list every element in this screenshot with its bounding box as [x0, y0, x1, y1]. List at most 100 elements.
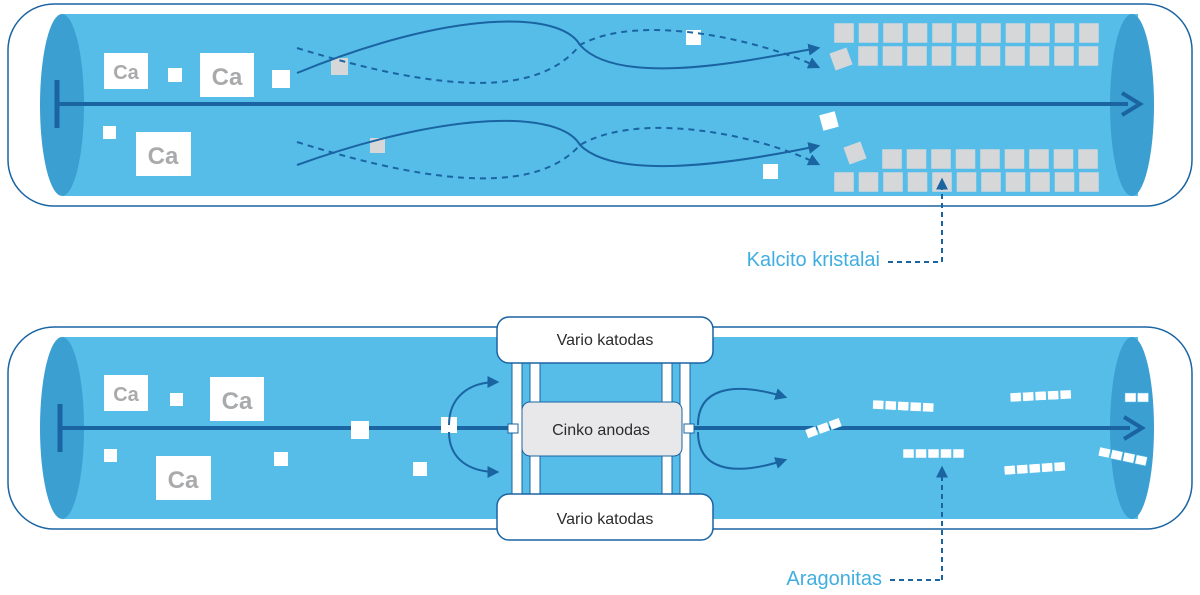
flow-curve-arrow: [448, 376, 500, 426]
particle: [413, 462, 427, 476]
aragonite-needle: [872, 399, 885, 410]
ca-label: Ca: [113, 384, 139, 406]
crystal: [906, 45, 928, 67]
anode-label: Cinko anodas: [552, 422, 650, 439]
aragonite-cluster: [1003, 461, 1066, 476]
aragonite-cluster: [1009, 389, 1072, 403]
crystal: [931, 45, 952, 67]
aragonite-needle: [1041, 462, 1054, 473]
ca-label: Ca: [113, 62, 139, 84]
aragonite-needle: [1124, 392, 1137, 403]
aragonite-needle: [902, 448, 915, 459]
aragonite-needle: [1009, 392, 1022, 403]
particle: [686, 30, 701, 45]
top-pipe-right-end: [1110, 14, 1154, 196]
cathode-bottom-label: Vario katodas: [557, 511, 654, 528]
ca-box: [200, 53, 254, 97]
crystal: [857, 45, 879, 67]
aragonite-cluster: [872, 399, 935, 413]
crystal: [882, 171, 904, 193]
aragonite-needle: [1110, 449, 1124, 461]
crystal: [906, 148, 927, 170]
cathode-top: [496, 316, 714, 364]
crystal: [1078, 22, 1100, 44]
aragonite-needle: [1137, 392, 1149, 403]
crystal: [1004, 45, 1026, 67]
top-pipe: Ca Ca Ca: [7, 3, 1193, 207]
crystal: [955, 148, 976, 170]
aragonite-needle: [927, 448, 940, 459]
particle: [819, 111, 839, 131]
aragonite-needle: [1122, 451, 1136, 464]
ca-label: Ca: [212, 64, 243, 91]
aragonite-needle: [1059, 389, 1072, 400]
flow-curve-arrow: [448, 431, 500, 478]
aragonite-needle: [828, 417, 843, 431]
crystal: [979, 148, 1001, 170]
ca-box: [210, 377, 264, 421]
flow-curve-arrow: [697, 431, 788, 470]
particle: [843, 141, 867, 165]
aragonite-cluster: [1124, 392, 1149, 403]
crystal: [1029, 171, 1051, 193]
crystal: [1077, 148, 1099, 170]
aragonite-needle: [897, 401, 910, 412]
aragonite-needle: [804, 425, 819, 439]
flow-line-dashed: [296, 29, 821, 84]
crystal: [882, 45, 903, 67]
crystal: [1029, 22, 1051, 44]
aragonite-cluster: [1097, 446, 1148, 467]
crystal: [907, 171, 928, 193]
aragonite-clusters: [804, 389, 1149, 476]
crystal: [956, 171, 977, 193]
cathode-bottom: [496, 493, 714, 541]
ca-box: [156, 456, 211, 500]
crystal: [1053, 148, 1074, 170]
aragonite-needle: [1034, 390, 1047, 401]
aragonite-callout-label: Aragonitas: [786, 568, 882, 590]
ca-box: [104, 53, 148, 89]
crystal: [1028, 148, 1050, 170]
aragonite-needle: [909, 401, 922, 412]
ca-box: [104, 375, 148, 411]
crystal: [833, 171, 855, 193]
aragonite-needle: [952, 448, 965, 459]
particle: [104, 449, 117, 462]
ca-label: Ca: [148, 143, 179, 170]
particle: [170, 393, 183, 406]
particle: [272, 70, 290, 88]
aragonite-needle: [1022, 391, 1035, 402]
crystal: [858, 171, 879, 193]
crystal: [980, 45, 1001, 67]
crystal: [956, 22, 977, 44]
particle: [274, 452, 288, 466]
crystal: [1053, 45, 1075, 67]
zinc-anode: [521, 401, 683, 457]
crystal: [881, 148, 903, 170]
aragonite-cluster: [902, 448, 965, 459]
crystal: [1005, 22, 1026, 44]
particle: [103, 126, 116, 139]
flow-line-solid: [296, 119, 821, 168]
particle: [168, 68, 182, 82]
particle: [829, 47, 853, 71]
crystal: [931, 22, 953, 44]
aragonite-needle: [1134, 454, 1148, 467]
crystal: [980, 22, 1002, 44]
aragonite-needle: [1028, 463, 1041, 474]
ca-box: [136, 132, 191, 176]
aragonite-needle: [1053, 461, 1066, 472]
cathode-top-label: Vario katodas: [557, 332, 654, 349]
aragonite-needle: [884, 400, 897, 411]
crystal: [858, 22, 879, 44]
calcite-callout-label: Kalcito kristalai: [747, 249, 880, 271]
flow-line-dashed: [296, 126, 821, 180]
crystal: [1005, 171, 1026, 193]
aragonite-needle: [1016, 464, 1029, 475]
particle: [763, 164, 778, 179]
calcite-crystal-grid: [833, 22, 1100, 67]
bottom-pipe-right-end: [1110, 337, 1154, 519]
aragonite-needle: [1097, 446, 1112, 459]
crystal: [907, 22, 928, 44]
